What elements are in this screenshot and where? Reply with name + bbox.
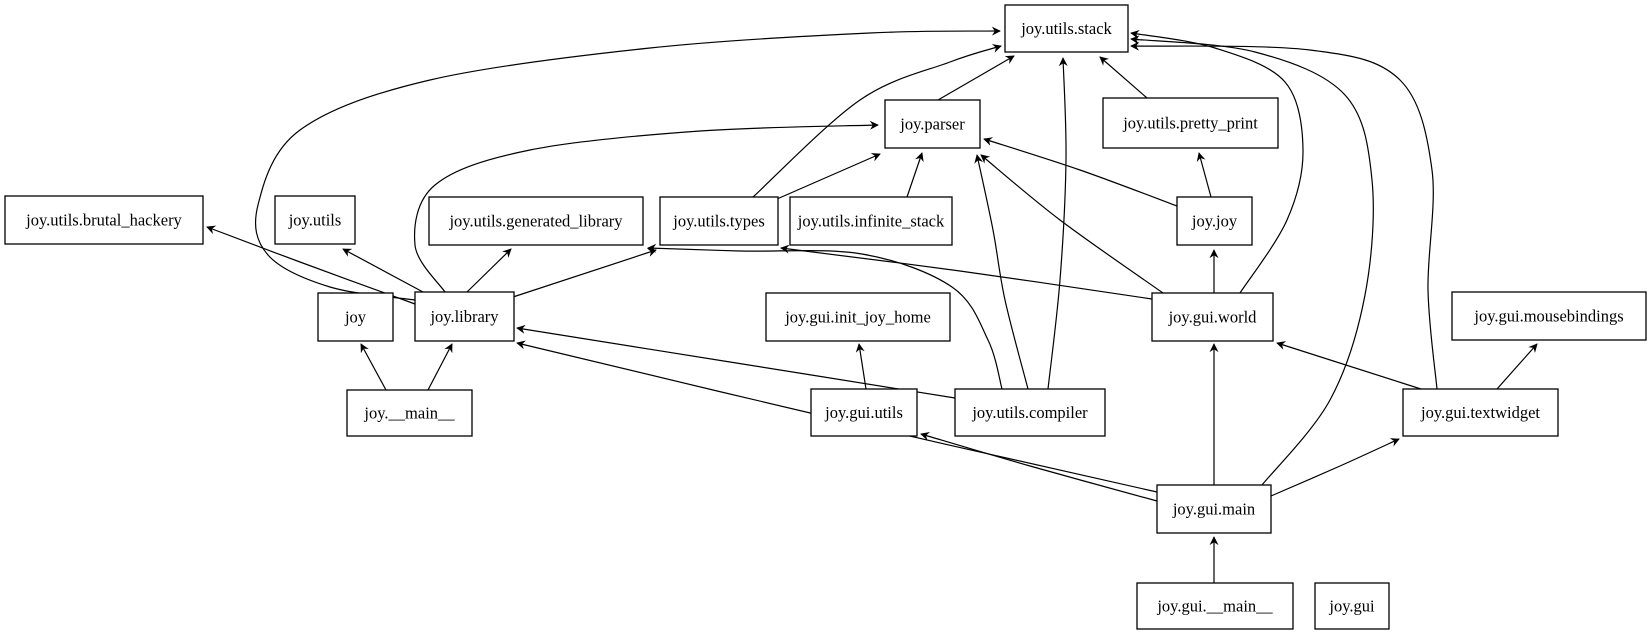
dependency-edge [855, 343, 867, 390]
node-label: joy.parser [899, 115, 965, 134]
dependency-edge [427, 343, 453, 391]
dependency-edge [342, 248, 424, 293]
node-label: joy.library [429, 307, 499, 326]
node-box [346, 389, 473, 437]
node-label: joy.utils.types [672, 212, 765, 231]
node-box [1156, 484, 1272, 534]
node-box [659, 196, 779, 246]
node-box [1151, 292, 1274, 342]
dependency-edge [752, 44, 1002, 198]
node-label: joy.gui.utils [824, 403, 903, 422]
graph-node-joy.gui.textwidget: joy.gui.textwidget [1402, 388, 1559, 437]
node-box [954, 388, 1106, 437]
node-label: joy.utils.generated_library [448, 212, 623, 231]
dependency-edge [937, 55, 1015, 101]
node-box [414, 291, 515, 342]
dependency-edge [920, 431, 1158, 502]
node-box [274, 195, 356, 245]
graph-node-joy.utils: joy.utils [274, 195, 356, 245]
node-box [765, 292, 951, 342]
node-box [1004, 4, 1129, 53]
graph-node-joy.parser: joy.parser [884, 99, 981, 149]
node-box [1314, 582, 1390, 630]
dependency-edge [1047, 57, 1068, 390]
graph-node-joy.utils.generated_library: joy.utils.generated_library [428, 196, 644, 246]
dependency-edge [906, 152, 924, 198]
graph-node-joy.utils.types: joy.utils.types [659, 196, 779, 246]
dependency-edge [647, 243, 1003, 390]
graph-node-joy.__main__: joy.__main__ [346, 389, 473, 437]
node-box [1402, 388, 1559, 437]
dependency-edge [1130, 41, 1438, 390]
dependency-edge [512, 248, 657, 298]
graph-node-joy.joy: joy.joy [1176, 196, 1253, 246]
node-box [1102, 97, 1279, 149]
graph-node-joy.gui: joy.gui [1314, 582, 1390, 630]
graph-node-joy.utils.compiler: joy.utils.compiler [954, 388, 1106, 437]
node-box [428, 196, 644, 246]
dependency-edge [1496, 343, 1538, 390]
node-label: joy.joy [1191, 212, 1238, 231]
graph-node-joy.library: joy.library [414, 291, 515, 342]
node-label: joy.gui.main [1172, 500, 1255, 519]
node-box [1451, 291, 1647, 341]
node-label: joy.utils [288, 211, 342, 230]
node-box [1176, 196, 1253, 246]
node-label: joy.gui.textwidget [1420, 403, 1540, 422]
node-box [4, 195, 204, 245]
node-label: joy.utils.brutal_hackery [25, 211, 182, 230]
node-label: joy.utils.compiler [971, 403, 1088, 422]
node-label: joy.gui.__main__ [1156, 597, 1273, 616]
dependency-edge [1270, 438, 1400, 497]
node-box [1136, 582, 1294, 630]
node-label: joy.gui.world [1168, 308, 1258, 327]
node-label: joy.__main__ [363, 404, 455, 423]
graph-node-joy.gui.mousebindings: joy.gui.mousebindings [1451, 291, 1647, 341]
dependency-edge [414, 120, 879, 293]
dependency-edge [1276, 341, 1422, 390]
graph-node-joy.utils.pretty_print: joy.utils.pretty_print [1102, 97, 1279, 149]
graph-node-joy.gui.main: joy.gui.main [1156, 484, 1272, 534]
dependency-edge [776, 153, 881, 200]
node-label: joy.gui.mousebindings [1473, 307, 1623, 326]
dependency-edge [466, 248, 512, 293]
graph-node-joy.gui.utils: joy.gui.utils [810, 388, 918, 437]
graph-node-joy: joy [317, 292, 394, 342]
dependency-edge [780, 244, 1153, 300]
node-label: joy.gui.init_joy_home [784, 308, 931, 327]
graph-node-joy.gui.init_joy_home: joy.gui.init_joy_home [765, 292, 951, 342]
dependency-edge [983, 137, 1178, 207]
node-label: joy.gui [1328, 597, 1375, 616]
dependency-edge [1196, 152, 1212, 198]
node-label: joy.utils.infinite_stack [797, 212, 945, 231]
graph-node-joy.gui.world: joy.gui.world [1151, 292, 1274, 342]
dependency-edge [980, 154, 1164, 294]
graph-node-joy.utils.stack: joy.utils.stack [1004, 4, 1129, 53]
node-box [810, 388, 918, 437]
dependency-edge [1099, 56, 1148, 99]
node-label: joy [344, 308, 367, 327]
node-box [884, 99, 981, 149]
graph-node-joy.utils.infinite_stack: joy.utils.infinite_stack [789, 196, 953, 246]
node-box [317, 292, 394, 342]
dependency-edge [360, 343, 387, 391]
graph-node-joy.gui.__main__: joy.gui.__main__ [1136, 582, 1294, 630]
node-label: joy.utils.pretty_print [1122, 114, 1258, 133]
dependency-edge [1130, 29, 1304, 294]
graph-node-joy.utils.brutal_hackery: joy.utils.brutal_hackery [4, 195, 204, 245]
node-label: joy.utils.stack [1020, 19, 1112, 38]
dependency-edge [1130, 35, 1374, 486]
dependency-edge [974, 154, 1029, 390]
node-layer: joy.utils.stack joy.parser joy.utils.prett… [4, 4, 1647, 630]
dependency-edge [255, 26, 1001, 301]
node-box [789, 196, 953, 246]
